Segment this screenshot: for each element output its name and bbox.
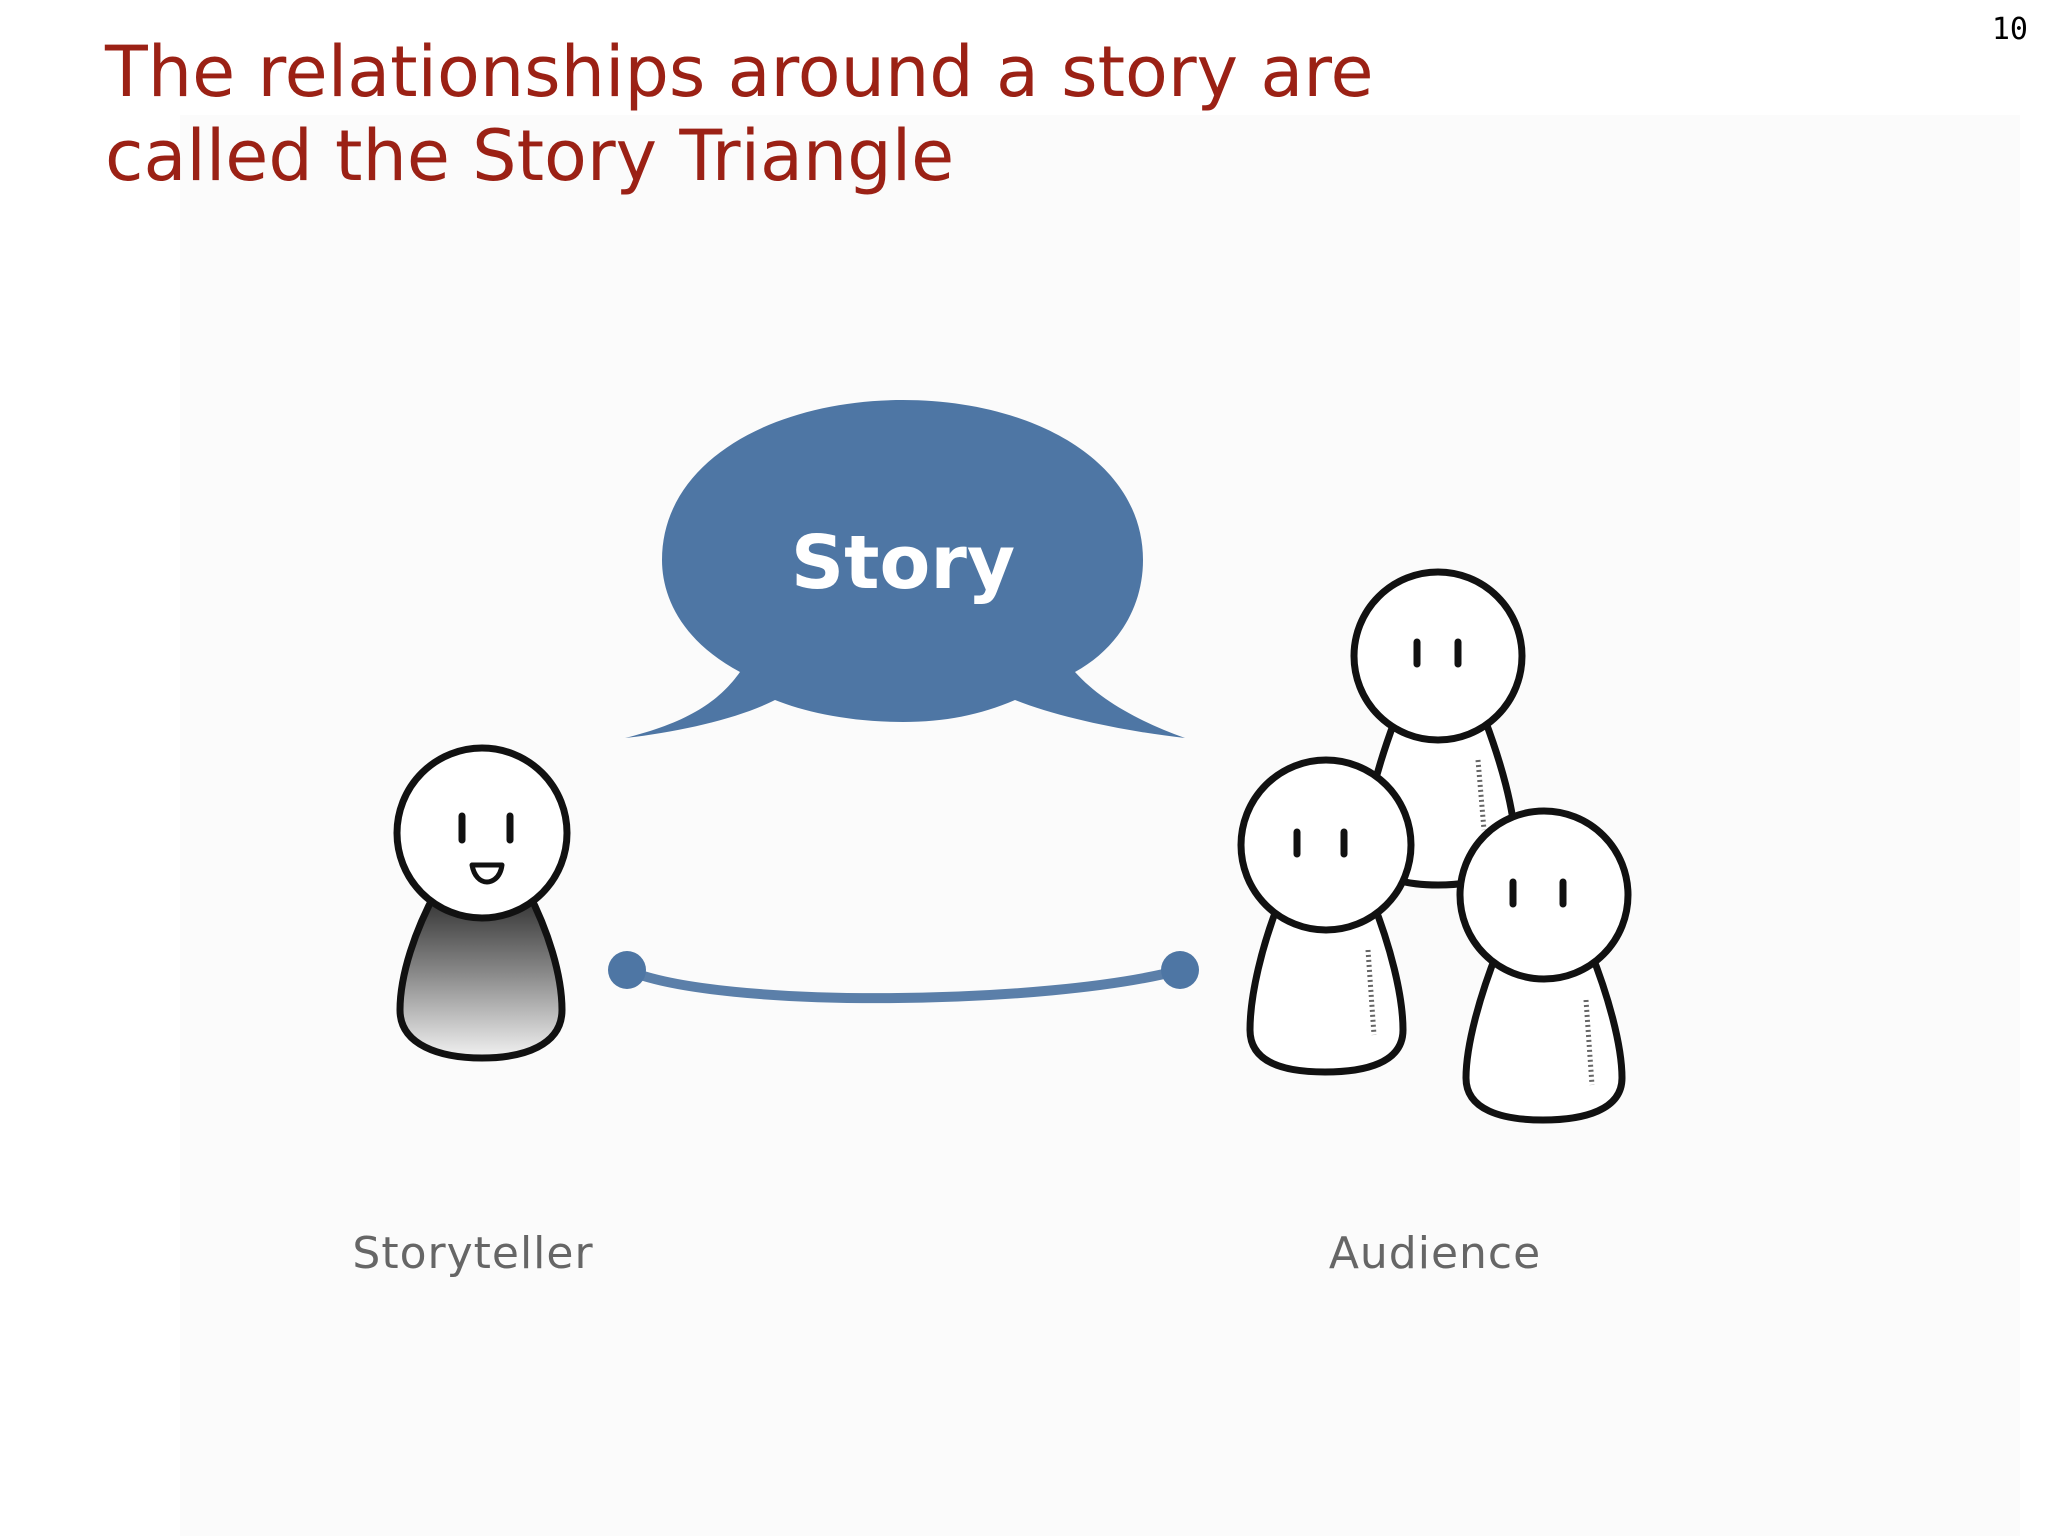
- story-speech-bubble: Story: [625, 400, 1185, 738]
- bubble-label: Story: [791, 520, 1015, 606]
- speech-bubble-shape: [625, 400, 1185, 738]
- audience-right-body: [1462, 946, 1626, 1124]
- audience-label: Audience: [1329, 1228, 1541, 1279]
- audience-right-zipper: [1583, 999, 1595, 1086]
- storyteller-smile: [469, 862, 505, 885]
- storyteller-figure: [393, 744, 571, 1062]
- audience-right-head: [1456, 807, 1632, 983]
- storyteller-label: Storyteller: [352, 1228, 593, 1279]
- slide-title: The relationships around a story are cal…: [105, 30, 1605, 198]
- audience-member-left: [1237, 756, 1415, 1076]
- audience-back-zipper: [1475, 759, 1487, 831]
- storyteller-body: [396, 886, 566, 1062]
- connector-endpoint-right: [1161, 951, 1199, 989]
- audience-left-zipper: [1365, 949, 1377, 1036]
- storyteller-head: [393, 744, 571, 922]
- audience-left-head: [1237, 756, 1415, 934]
- audience-left-body: [1246, 896, 1407, 1076]
- slide-title-line-1: The relationships around a story are: [105, 31, 1374, 113]
- connector-endpoint-left: [608, 951, 646, 989]
- page-number: 10: [1991, 12, 2028, 47]
- audience-back-head: [1350, 568, 1526, 744]
- relationship-connector: [608, 951, 1199, 1004]
- slide-title-line-2: called the Story Triangle: [105, 115, 955, 197]
- audience-member-right: [1456, 807, 1632, 1124]
- connector-line: [622, 965, 1185, 1004]
